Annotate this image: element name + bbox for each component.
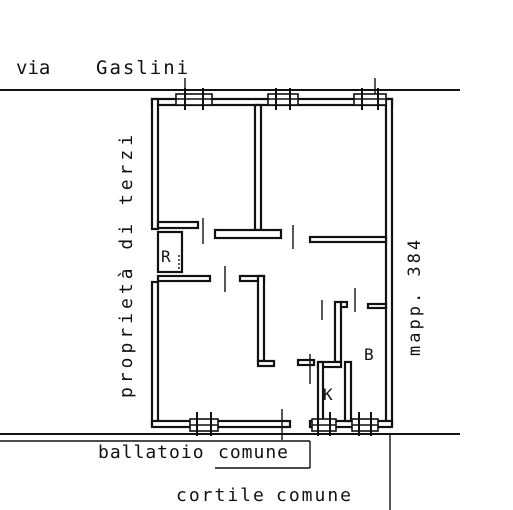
room-k-label: K: [323, 385, 333, 404]
street-label: via: [16, 57, 50, 79]
gallery-label: ballatoio: [98, 442, 205, 463]
room-r-label: R: [161, 247, 171, 266]
third-party-label: proprietà di terzi: [116, 131, 137, 398]
windows-street: [175, 88, 387, 110]
windows-gallery: [189, 412, 379, 436]
room-b-label: B: [364, 345, 374, 364]
gallery-boundary: [0, 433, 460, 510]
street-boundary: [0, 78, 460, 98]
interior-walls: [156, 103, 388, 423]
street-name-label: Gaslini: [96, 57, 190, 79]
wall-outline: [150, 97, 394, 429]
courtyard-label: cortile: [176, 485, 266, 506]
door-marks: [178, 218, 356, 440]
map-ref-label: mapp. 384: [405, 237, 425, 356]
gallery-common-label: comune: [218, 442, 289, 463]
courtyard-common-label: comune: [276, 485, 353, 506]
